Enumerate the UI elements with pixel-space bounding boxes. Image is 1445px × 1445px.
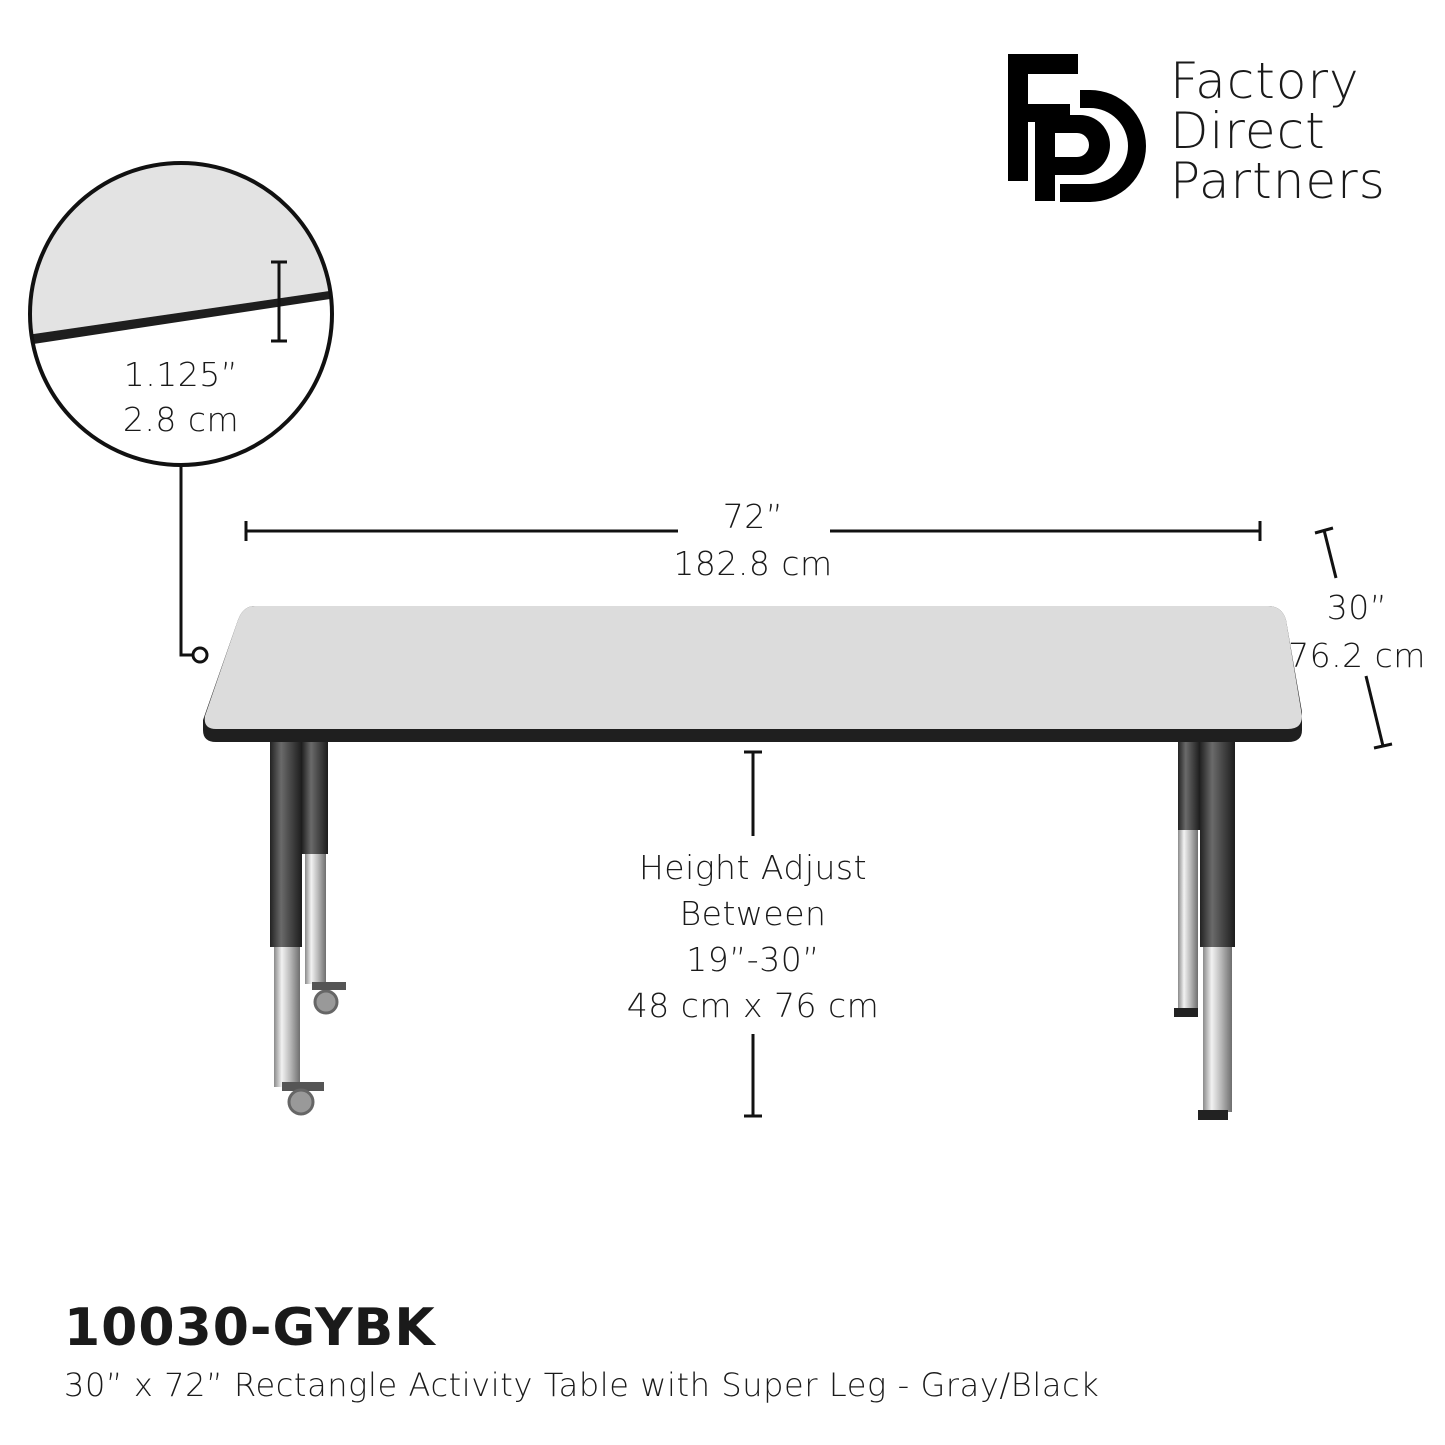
brand-logo-icon	[1008, 54, 1146, 202]
height-label-line-2: Between	[679, 894, 827, 933]
width-cm: 76.2 cm	[1288, 636, 1426, 675]
edge-thickness-inches: 1.125”	[123, 355, 239, 394]
product-sku: 10030-GYBK	[64, 1298, 436, 1358]
brand-name-line-1: Factory	[1170, 52, 1360, 110]
edge-detail-callout	[28, 161, 334, 664]
edge-thickness-cm: 2.8 cm	[122, 400, 240, 439]
length-inches: 72”	[722, 497, 784, 536]
brand-name-line-2: Direct	[1170, 102, 1326, 160]
length-cm: 182.8 cm	[673, 544, 833, 583]
dimension-lines	[244, 521, 1393, 1118]
product-description: 30” x 72” Rectangle Activity Table with …	[64, 1366, 1100, 1404]
height-label-line-1: Height Adjust	[638, 848, 868, 887]
table-top	[203, 606, 1302, 742]
height-range-cm: 48 cm x 76 cm	[626, 986, 880, 1025]
width-inches: 30”	[1326, 588, 1388, 627]
brand-name-line-3: Partners	[1170, 152, 1386, 210]
height-range-inches: 19”-30”	[686, 940, 820, 979]
table-legs	[270, 742, 1235, 1120]
